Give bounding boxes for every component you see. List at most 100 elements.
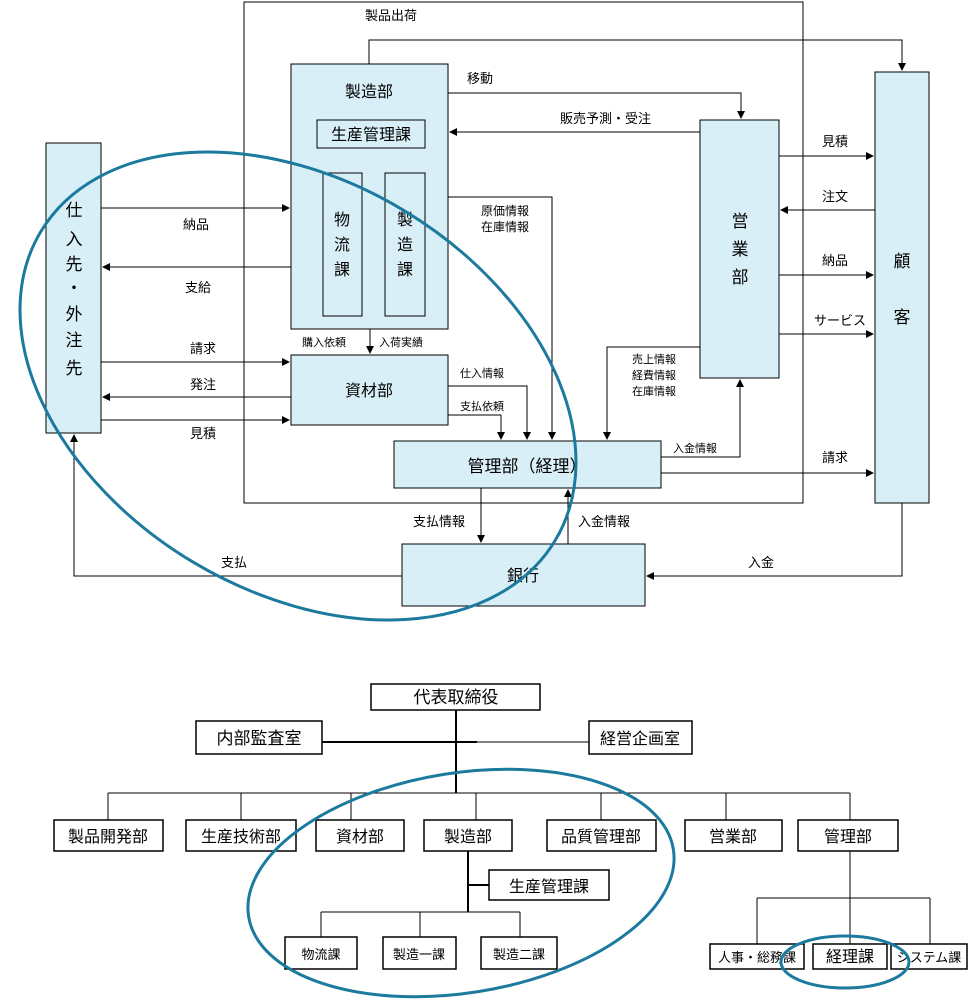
label-cost-info: 原価情報 — [481, 204, 529, 218]
label-stock-info: 在庫情報 — [481, 220, 529, 234]
org-planning-label: 経営企画室 — [600, 729, 680, 748]
org-section-mfg2-label: 製造二課 — [493, 947, 545, 963]
label-payment-info: 支払情報 — [413, 515, 465, 530]
org-dept-product-dev-label: 製品開発部 — [68, 827, 148, 846]
org-section-system-label: システム課 — [897, 950, 962, 966]
supplier-char-4: ・ — [66, 279, 83, 299]
label-payment: 支払 — [221, 556, 247, 571]
label-order-out: 発注 — [190, 378, 216, 393]
customer-char-1: 顧 — [894, 252, 911, 272]
company-boundary — [243, 1, 804, 504]
org-dept-materials — [315, 819, 405, 852]
supplier-char-1: 仕 — [66, 201, 83, 221]
supplier-char-2: 入 — [66, 230, 83, 250]
logistics-box — [322, 172, 363, 317]
manufacturing-char-3: 課 — [397, 260, 413, 279]
label-delivery-out: 納品 — [822, 254, 848, 269]
org-section-accounting — [812, 943, 888, 970]
logistics-char-2: 流 — [334, 235, 350, 254]
label-deposit-info-top: 入金情報 — [673, 441, 717, 455]
prod-mgmt-box — [316, 119, 426, 149]
sales-char-1: 営 — [732, 212, 749, 232]
label-payment-req: 支払依頼 — [460, 399, 504, 413]
label-deposit-info: 入金情報 — [578, 514, 630, 530]
bank-box — [401, 543, 646, 607]
org-planning-box — [588, 720, 693, 755]
org-dept-admin — [797, 819, 899, 852]
org-prod-mgmt-label: 生産管理課 — [509, 877, 589, 896]
org-dept-sales-label: 営業部 — [709, 827, 757, 846]
org-section-mfg1 — [382, 936, 457, 970]
line-dept-drops — [107, 793, 851, 820]
mfg-dept-title: 製造部 — [345, 82, 393, 101]
org-dept-prod-eng — [185, 819, 297, 852]
arrow-purchase-info — [448, 385, 531, 440]
supplier-char-7: 先 — [66, 359, 83, 379]
label-order-in: 注文 — [822, 190, 848, 205]
org-section-logistics-label: 物流課 — [301, 947, 340, 963]
sales-char-3: 部 — [732, 268, 749, 288]
org-dept-mfg-label: 製造部 — [444, 827, 492, 846]
arrow-payment-req — [448, 414, 505, 440]
label-sales-info: 売上情報 — [632, 353, 676, 366]
label-receipt-result: 入荷実績 — [379, 335, 423, 349]
arrow-deposit-info-top — [661, 379, 744, 458]
org-dept-admin-label: 管理部 — [824, 827, 872, 846]
org-dept-sales — [684, 819, 783, 852]
arrow-deposit — [646, 503, 903, 580]
org-dept-product-dev — [53, 819, 164, 852]
org-section-hr-label: 人事・総務課 — [718, 950, 796, 966]
label-delivery-in: 納品 — [183, 218, 209, 233]
org-audit-box — [195, 720, 323, 755]
label-shipping: 製品出荷 — [365, 9, 417, 24]
arrow-move — [448, 92, 745, 119]
highlight-ellipse-flow — [18, 150, 578, 622]
logistics-char-3: 課 — [334, 260, 350, 279]
admin-dept-box — [393, 440, 662, 489]
org-section-hr — [709, 943, 805, 970]
materials-dept-label: 資材部 — [345, 381, 393, 400]
org-audit-label: 内部監査室 — [217, 729, 302, 749]
arrow-payment — [70, 434, 402, 577]
org-dept-qa-label: 品質管理部 — [561, 827, 641, 846]
org-ceo-box — [370, 683, 541, 711]
customer-box — [874, 71, 930, 504]
label-expense-info: 経費情報 — [632, 368, 676, 382]
supplier-box — [45, 142, 102, 434]
admin-dept-label: 管理部（経理） — [468, 457, 587, 477]
line-mfg-sections — [320, 911, 521, 937]
line-admin-sections — [756, 897, 931, 944]
org-dept-materials-label: 資材部 — [336, 827, 384, 846]
supplier-char-5: 外 — [66, 305, 83, 325]
label-deposit: 入金 — [748, 555, 774, 571]
label-purchase-info: 仕入情報 — [460, 367, 504, 380]
label-supply: 支給 — [185, 281, 211, 296]
org-section-system — [890, 943, 968, 970]
org-section-logistics — [284, 936, 358, 970]
label-estimate-out: 見積 — [822, 135, 848, 150]
customer-char-2: 客 — [894, 308, 911, 328]
label-move: 移動 — [467, 72, 493, 87]
label-service: サービス — [814, 314, 866, 329]
label-stock-info-2: 在庫情報 — [632, 384, 676, 398]
manufacturing-char-2: 造 — [397, 235, 413, 254]
org-dept-mfg — [423, 819, 513, 852]
arrow-sales-info — [603, 346, 700, 440]
arrow-cost-info — [448, 196, 556, 440]
org-section-mfg1-label: 製造一課 — [393, 947, 445, 963]
label-purchase-req: 購入依頼 — [302, 335, 346, 349]
sales-dept-box — [699, 119, 780, 379]
label-estimate-in: 見積 — [190, 427, 216, 442]
highlight-ellipse-mfg — [246, 767, 676, 999]
org-dept-qa — [546, 819, 657, 852]
org-prod-mgmt-box — [488, 869, 610, 901]
prod-mgmt-label: 生産管理課 — [331, 125, 411, 144]
org-dept-prod-eng-label: 生産技術部 — [201, 827, 281, 846]
highlight-ellipse-accounting — [779, 934, 911, 990]
sales-char-2: 業 — [732, 240, 749, 260]
arrow-shipping — [368, 39, 906, 71]
supplier-char-3: 先 — [66, 255, 83, 275]
label-forecast: 販売予測・受注 — [560, 111, 651, 127]
manufacturing-box — [384, 172, 426, 317]
